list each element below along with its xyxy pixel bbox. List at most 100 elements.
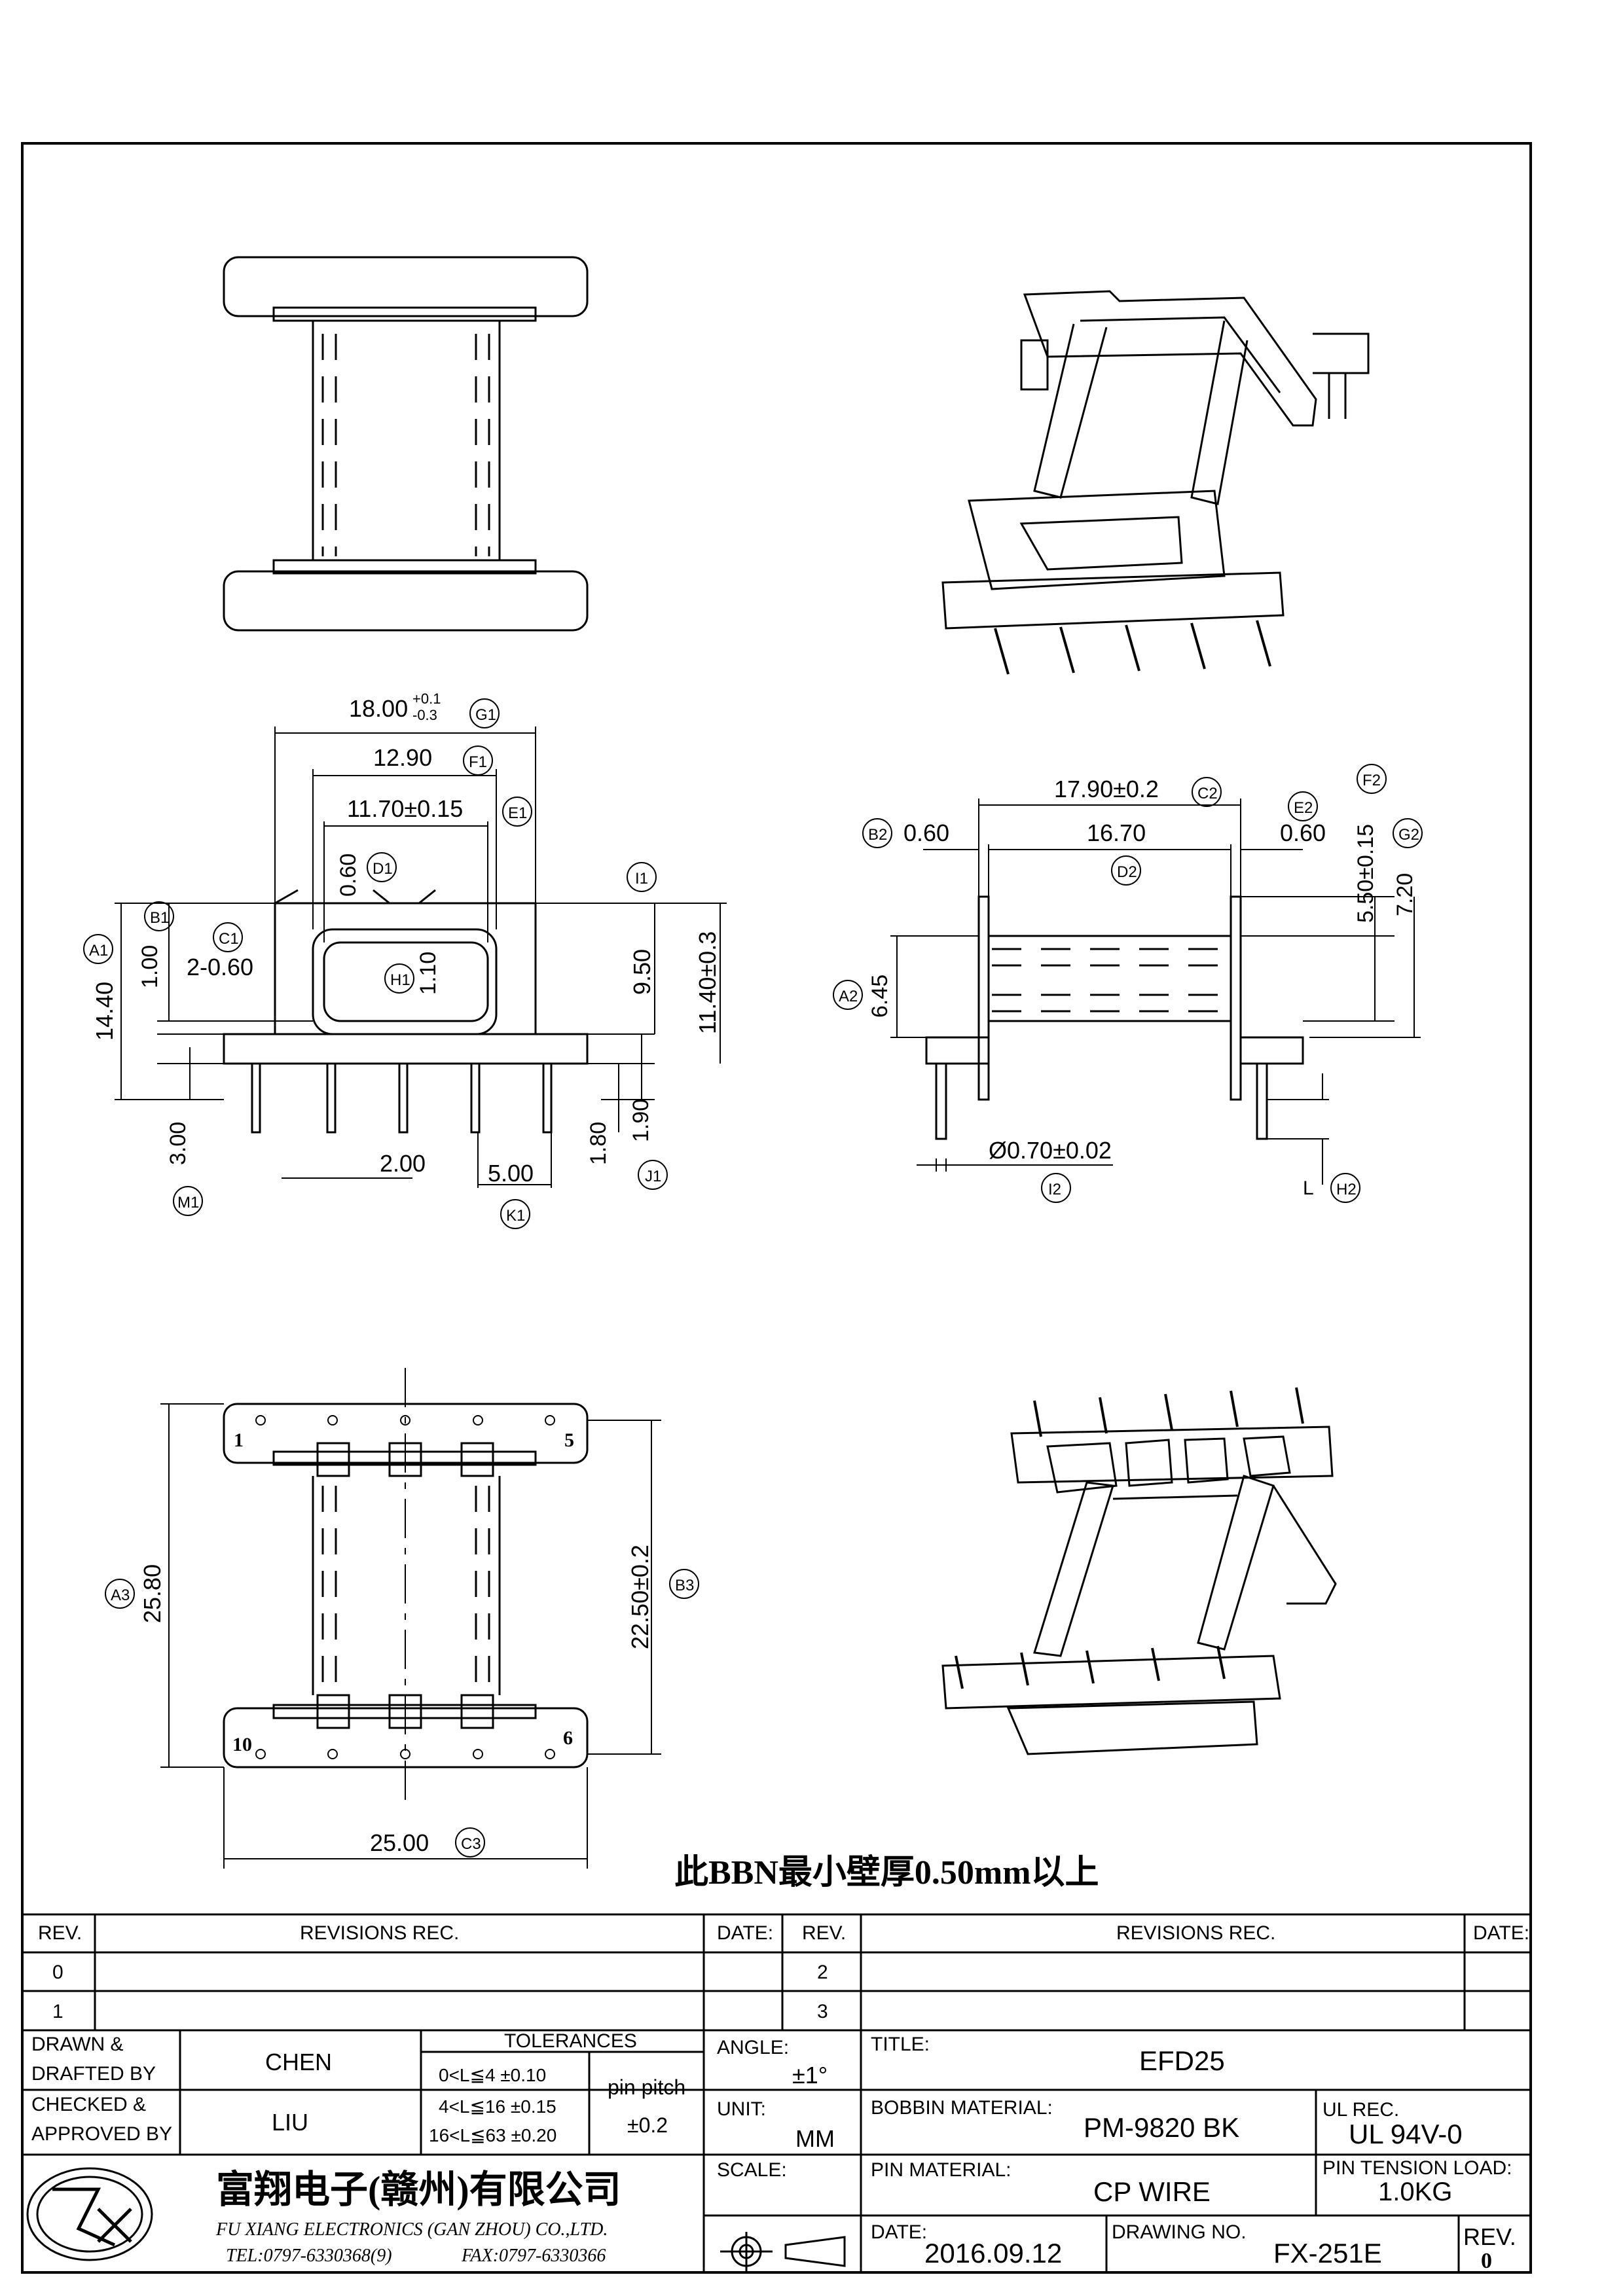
bottom-view <box>223 1368 589 1806</box>
unit-value: MM <box>795 2125 835 2152</box>
dim-i2-value: Ø0.70±0.02 <box>989 1137 1112 1164</box>
pin-material-value: CP WIRE <box>1093 2176 1211 2207</box>
tolerances-label: TOLERANCES <box>504 2030 637 2052</box>
dim-c1-value: 2-0.60 <box>187 954 253 980</box>
dim-g2-value: 7.20 <box>1393 873 1417 916</box>
sheet-frame <box>21 142 1532 2274</box>
dim-f2-value: 5.50±0.15 <box>1353 824 1378 923</box>
dim-c3-value: 25.00 <box>370 1829 429 1856</box>
dim-l-label: L <box>1303 1177 1314 1199</box>
tag-h2: H2 <box>1336 1181 1357 1198</box>
iso-view-bottom <box>941 1387 1337 1755</box>
tag-d2: D2 <box>1117 863 1137 881</box>
angle-label: ANGLE: <box>717 2037 789 2058</box>
pin-tension-label: PIN TENSION LOAD: <box>1322 2157 1512 2179</box>
tag-e1: E1 <box>508 804 527 822</box>
rev-row-2: 2 <box>817 1962 828 1983</box>
rev-header-left: REV. <box>38 1922 82 1944</box>
side-dim-labels: 17.90±0.2 C2 B2 0.60 16.70 D2 E2 0.60 F2… <box>833 764 1423 1203</box>
dim-180: 1.80 <box>586 1122 611 1165</box>
side-view <box>925 895 1304 1140</box>
tag-b3: B3 <box>675 1577 694 1594</box>
tag-a2: A2 <box>839 988 858 1005</box>
title-block-text: REV. REVISIONS REC. DATE: REV. REVISIONS… <box>31 1922 1529 2273</box>
drawing-no-value: FX-251E <box>1273 2238 1382 2269</box>
checked-label-1: CHECKED & <box>31 2094 146 2115</box>
tag-f1: F1 <box>469 753 487 771</box>
rev-header-right: REV. <box>802 1922 846 1944</box>
tag-k1: K1 <box>506 1207 525 1225</box>
dim-i1-value: 11.40±0.3 <box>694 931 721 1034</box>
company-tel: TEL:0797-6330368(9) <box>226 2246 392 2266</box>
tol-row-1: 0<L≦4 ±0.10 <box>439 2065 546 2085</box>
bottom-view-dims <box>160 1403 661 1869</box>
top-view <box>223 256 589 632</box>
dim-c2-value: 17.90±0.2 <box>1054 776 1159 802</box>
pin-5: 5 <box>564 1429 574 1451</box>
date-label: DATE: <box>871 2221 927 2243</box>
tag-i1: I1 <box>635 870 648 888</box>
title-label: TITLE: <box>871 2034 930 2055</box>
rev-label-small: REV. <box>1463 2223 1516 2250</box>
dim-e2-value: 0.60 <box>1280 819 1326 846</box>
pin-10: 10 <box>232 1734 252 1755</box>
drawing-no-label: DRAWING NO. <box>1112 2221 1247 2243</box>
pin-pitch-tol: ±0.2 <box>627 2113 668 2137</box>
dim-b2-value: 0.60 <box>903 819 949 846</box>
drawn-label-1: DRAWN & <box>31 2034 124 2055</box>
tag-c1: C1 <box>219 930 239 948</box>
date-header-right: DATE: <box>1473 1922 1529 1944</box>
ul-rec-value: UL 94V-0 <box>1349 2119 1463 2149</box>
dim-m1-value: 3.00 <box>166 1122 191 1165</box>
pin-1: 1 <box>234 1429 244 1451</box>
dim-950: 9.50 <box>629 949 655 995</box>
tag-h1: H1 <box>390 971 410 989</box>
pin-pitch-label: pin pitch <box>608 2075 685 2099</box>
tag-j1: J1 <box>645 1168 661 1185</box>
pin-tension-value: 1.0KG <box>1378 2178 1452 2206</box>
dim-f1-value: 12.90 <box>373 744 432 771</box>
pin-material-label: PIN MATERIAL: <box>871 2159 1011 2181</box>
bobbin-material-label: BOBBIN MATERIAL: <box>871 2097 1053 2119</box>
tag-m1: M1 <box>177 1194 199 1211</box>
tag-i2: I2 <box>1048 1181 1061 1198</box>
tag-g1: G1 <box>475 706 496 724</box>
tag-c2: C2 <box>1197 785 1218 802</box>
tag-f2: F2 <box>1362 772 1381 789</box>
bobbin-material-value: PM-9820 BK <box>1084 2112 1239 2143</box>
title-value: EFD25 <box>1139 2045 1225 2076</box>
tag-b1: B1 <box>150 909 169 927</box>
dim-b1-value: 1.00 <box>137 945 162 988</box>
dim-d1-value: 0.60 <box>336 853 361 897</box>
front-view-dims <box>115 726 727 1188</box>
rev-row-1: 1 <box>52 2001 64 2022</box>
dim-j1-value: 1.90 <box>629 1099 653 1142</box>
tag-g2: G2 <box>1398 826 1419 844</box>
tag-c3: C3 <box>461 1835 481 1853</box>
drawn-label-2: DRAFTED BY <box>31 2063 156 2085</box>
company-logo <box>26 2167 153 2261</box>
drawn-by: CHEN <box>265 2049 332 2075</box>
dim-k1-value: 5.00 <box>488 1160 534 1187</box>
pin-6: 6 <box>563 1727 573 1749</box>
dim-g1-tol-plus: +0.1 <box>412 691 441 707</box>
dim-pitch: 2.00 <box>380 1150 426 1177</box>
date-value: 2016.09.12 <box>924 2238 1062 2269</box>
tol-row-2: 4<L≦16 ±0.15 <box>439 2096 556 2117</box>
iso-view-top <box>941 290 1370 675</box>
dim-b3-value: 22.50±0.2 <box>627 1545 653 1649</box>
company-name-en: FU XIANG ELECTRONICS (GAN ZHOU) CO.,LTD. <box>215 2219 608 2240</box>
date-header-left: DATE: <box>717 1922 773 1944</box>
dim-g1-value: 18.00 <box>349 695 408 722</box>
dim-a2-value: 6.45 <box>867 975 892 1018</box>
dim-a3-value: 25.80 <box>139 1564 166 1623</box>
revisions-rec-right: REVISIONS REC. <box>1116 1922 1275 1944</box>
tol-row-3: 16<L≦63 ±0.20 <box>429 2125 556 2145</box>
unit-label: UNIT: <box>717 2098 766 2120</box>
checked-by: LIU <box>272 2109 308 2136</box>
company-name-cn: 富翔电子(赣州)有限公司 <box>216 2168 621 2211</box>
bottom-dim-labels: A3 25.80 22.50±0.2 B3 25.00 C3 1 5 10 6 <box>105 1429 699 1857</box>
ul-rec-label: UL REC. <box>1322 2099 1399 2121</box>
wall-thickness-note: 此BBN最小壁厚0.50mm以上 <box>674 1854 1099 1892</box>
